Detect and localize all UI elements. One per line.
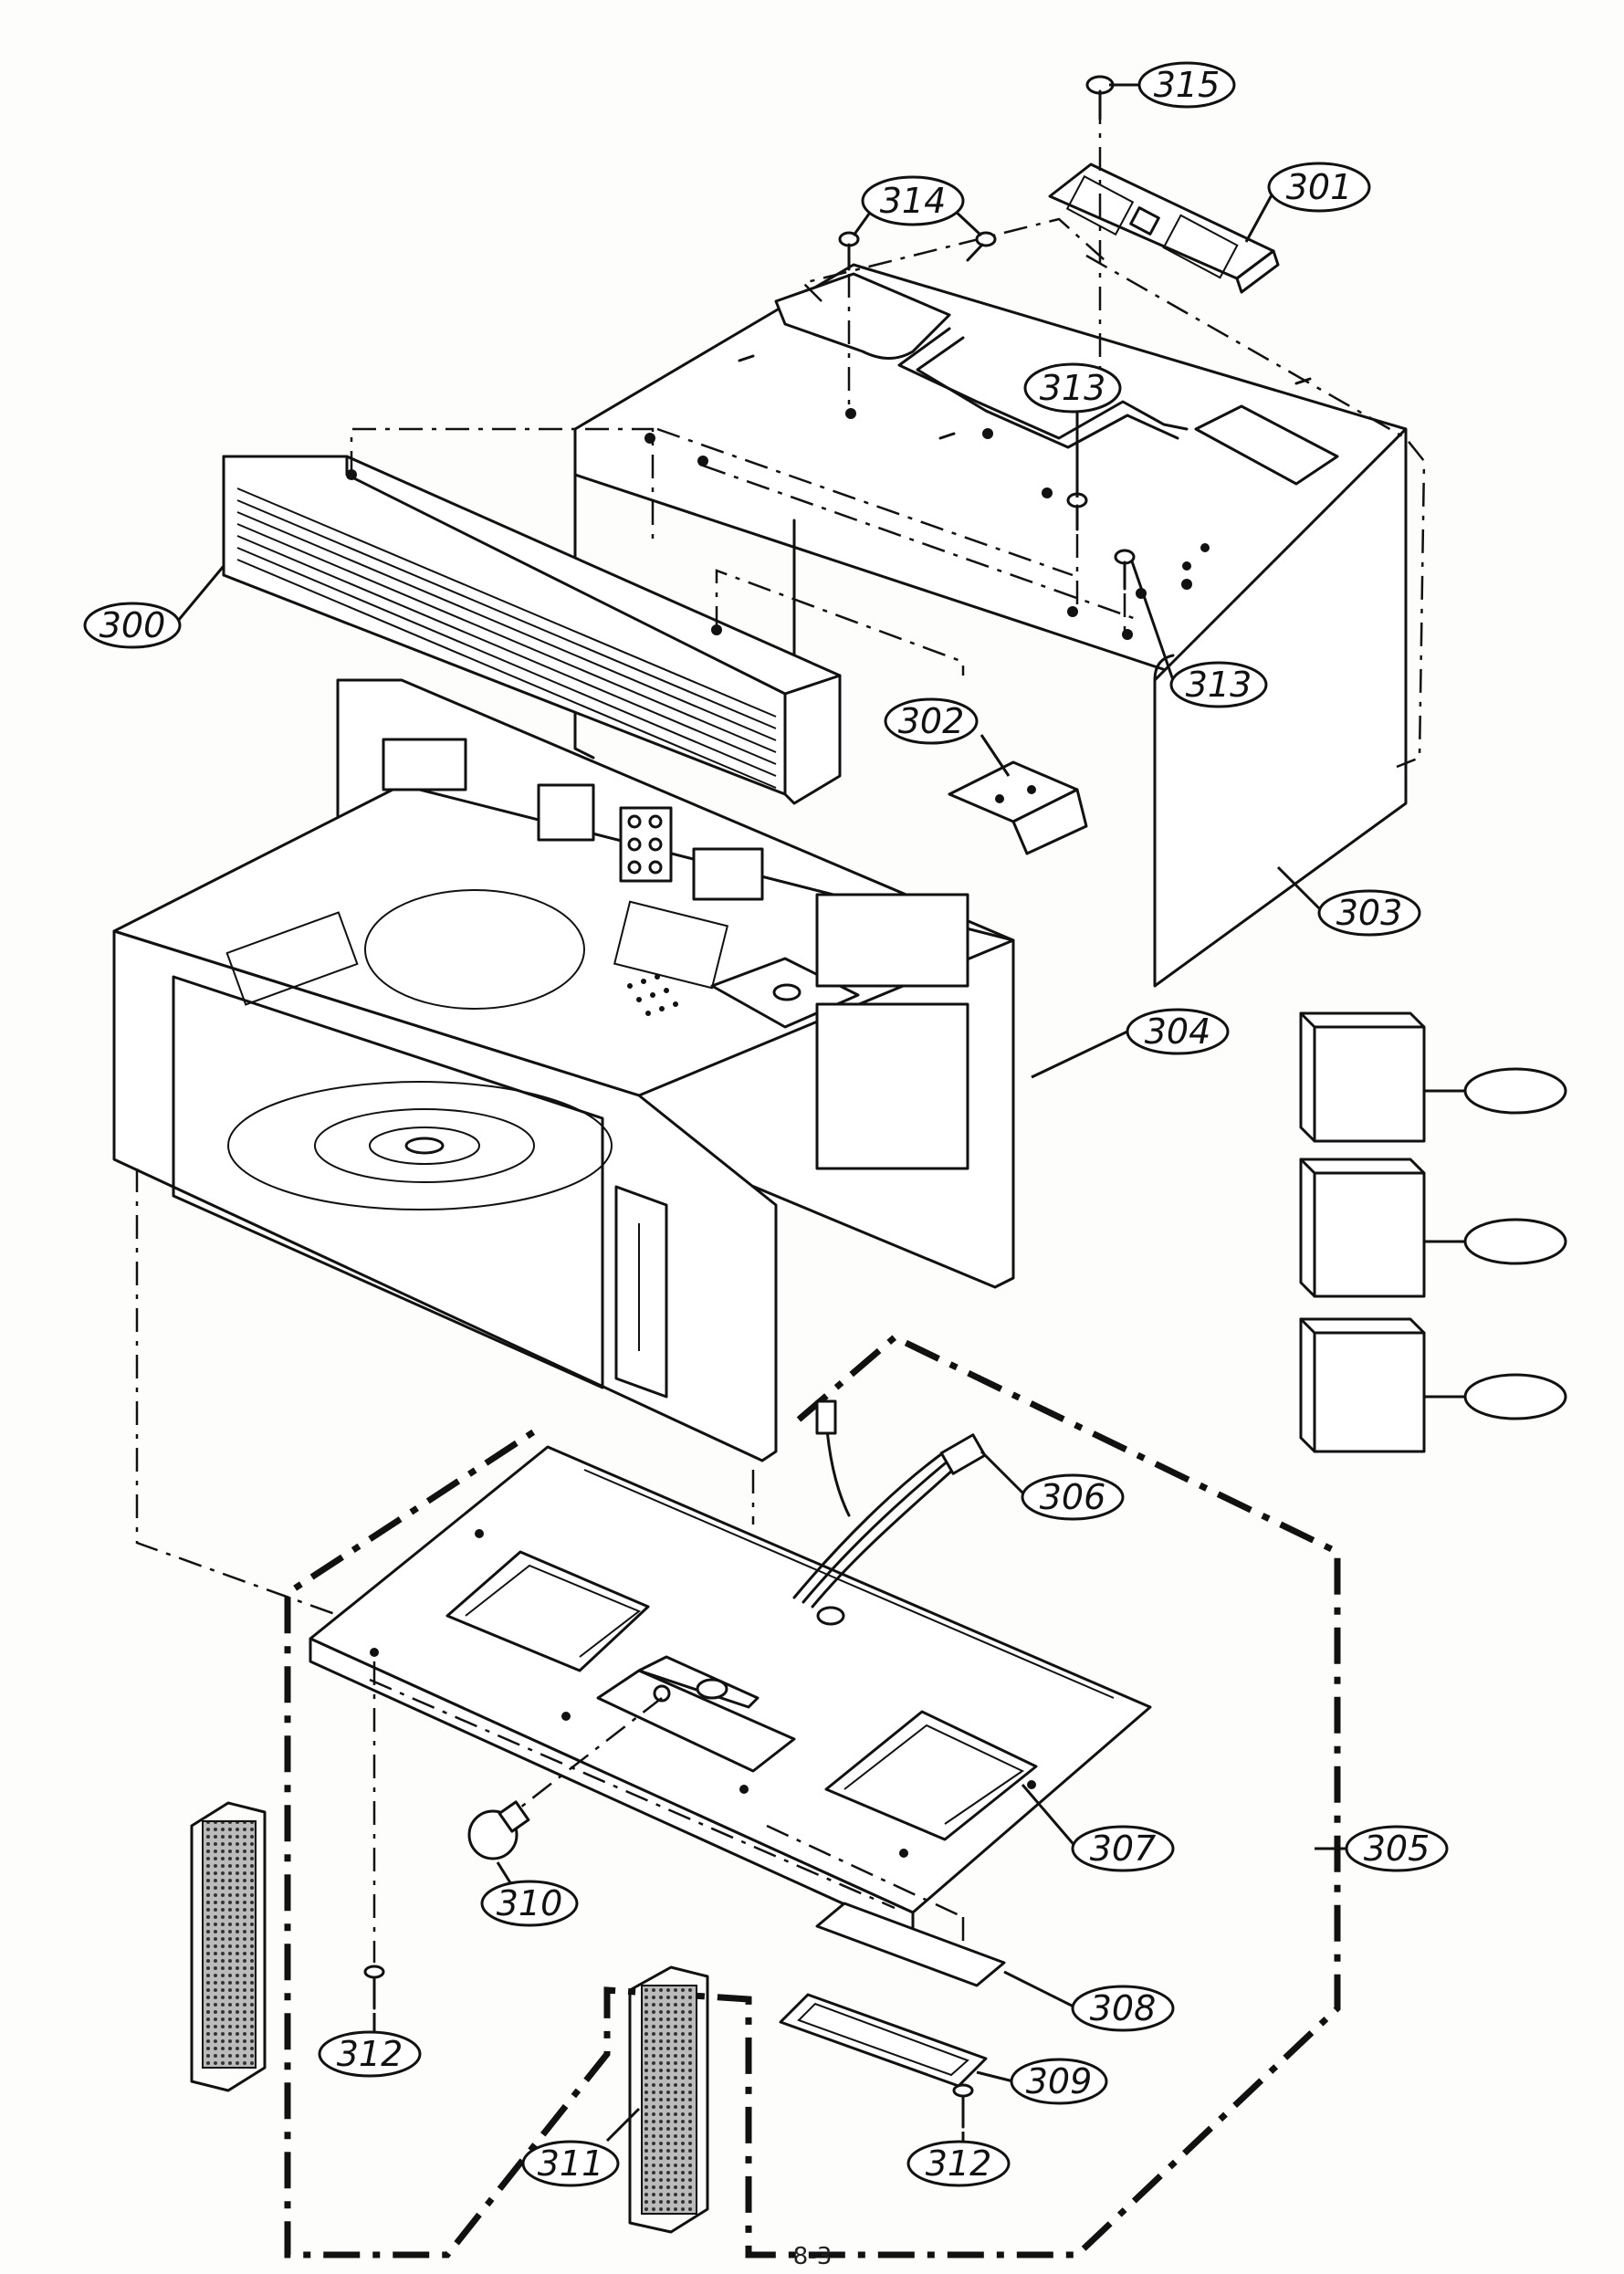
svg-text:306: 306 [1040, 1477, 1106, 1517]
svg-text:313: 313 [1040, 368, 1106, 408]
grille-300 [222, 427, 965, 805]
side-box-1 [1299, 1011, 1567, 1143]
callout-311: 311 [521, 2140, 620, 2187]
callout-306: 306 [1021, 1473, 1125, 1521]
panel-308 [815, 1902, 1006, 1987]
callout-300: 300 [83, 602, 182, 649]
svg-text:309: 309 [1026, 2061, 1093, 2101]
outer-case-303 [573, 217, 1426, 988]
side-box-3 [1299, 1317, 1567, 1453]
wire-harness-306 [696, 1399, 987, 1700]
screws-312 [363, 1965, 974, 2129]
svg-text:314: 314 [880, 181, 947, 221]
callout-310: 310 [480, 1880, 579, 1927]
callout-309: 309 [1010, 2058, 1108, 2105]
callout-302: 302 [884, 697, 979, 745]
svg-text:312: 312 [926, 2143, 992, 2184]
clip-302 [948, 760, 1088, 855]
svg-text:307: 307 [1090, 1829, 1157, 1869]
svg-text:312: 312 [337, 2034, 403, 2074]
base-assembly-305-boundary [284, 1333, 1341, 2258]
callout-315: 315 [1137, 61, 1236, 109]
cavity-304 [112, 678, 1015, 1627]
side-box-2 [1299, 1158, 1567, 1298]
bracket-301 [1048, 100, 1280, 393]
callout-307: 307 [1071, 1825, 1175, 1872]
lamp-310 [467, 1800, 530, 1860]
svg-text:304: 304 [1145, 1011, 1211, 1052]
cover-309 [779, 1993, 988, 2088]
page-number: 8-3 [793, 2243, 832, 2270]
svg-text:305: 305 [1364, 1829, 1430, 1869]
callout-314: 314 [861, 175, 965, 226]
svg-text:311: 311 [538, 2143, 604, 2184]
svg-text:315: 315 [1154, 65, 1221, 105]
base-plate-307 [309, 1445, 1152, 1963]
screws-314 [838, 231, 997, 411]
svg-text:303: 303 [1336, 893, 1403, 933]
leader-lines [176, 83, 1351, 2143]
svg-text:302: 302 [898, 701, 965, 741]
callout-308: 308 [1071, 1985, 1175, 2032]
callout-301: 301 [1267, 162, 1371, 213]
svg-text:300: 300 [100, 605, 166, 645]
callout-303: 303 [1317, 889, 1421, 937]
svg-text:308: 308 [1090, 1988, 1157, 2028]
callout-304: 304 [1126, 1008, 1230, 1055]
svg-text:313: 313 [1186, 665, 1252, 705]
callout-313-bottom: 313 [1169, 661, 1268, 708]
callout-312-right: 312 [906, 2140, 1011, 2187]
filter-311-left [190, 1801, 267, 2092]
svg-text:310: 310 [497, 1883, 563, 1923]
svg-text:301: 301 [1286, 167, 1353, 207]
callout-312-left: 312 [318, 2030, 422, 2078]
filter-311-center [628, 1965, 709, 2234]
callout-305: 305 [1345, 1825, 1449, 1872]
screw-315 [1085, 75, 1115, 121]
callout-313-top: 313 [1023, 362, 1122, 414]
